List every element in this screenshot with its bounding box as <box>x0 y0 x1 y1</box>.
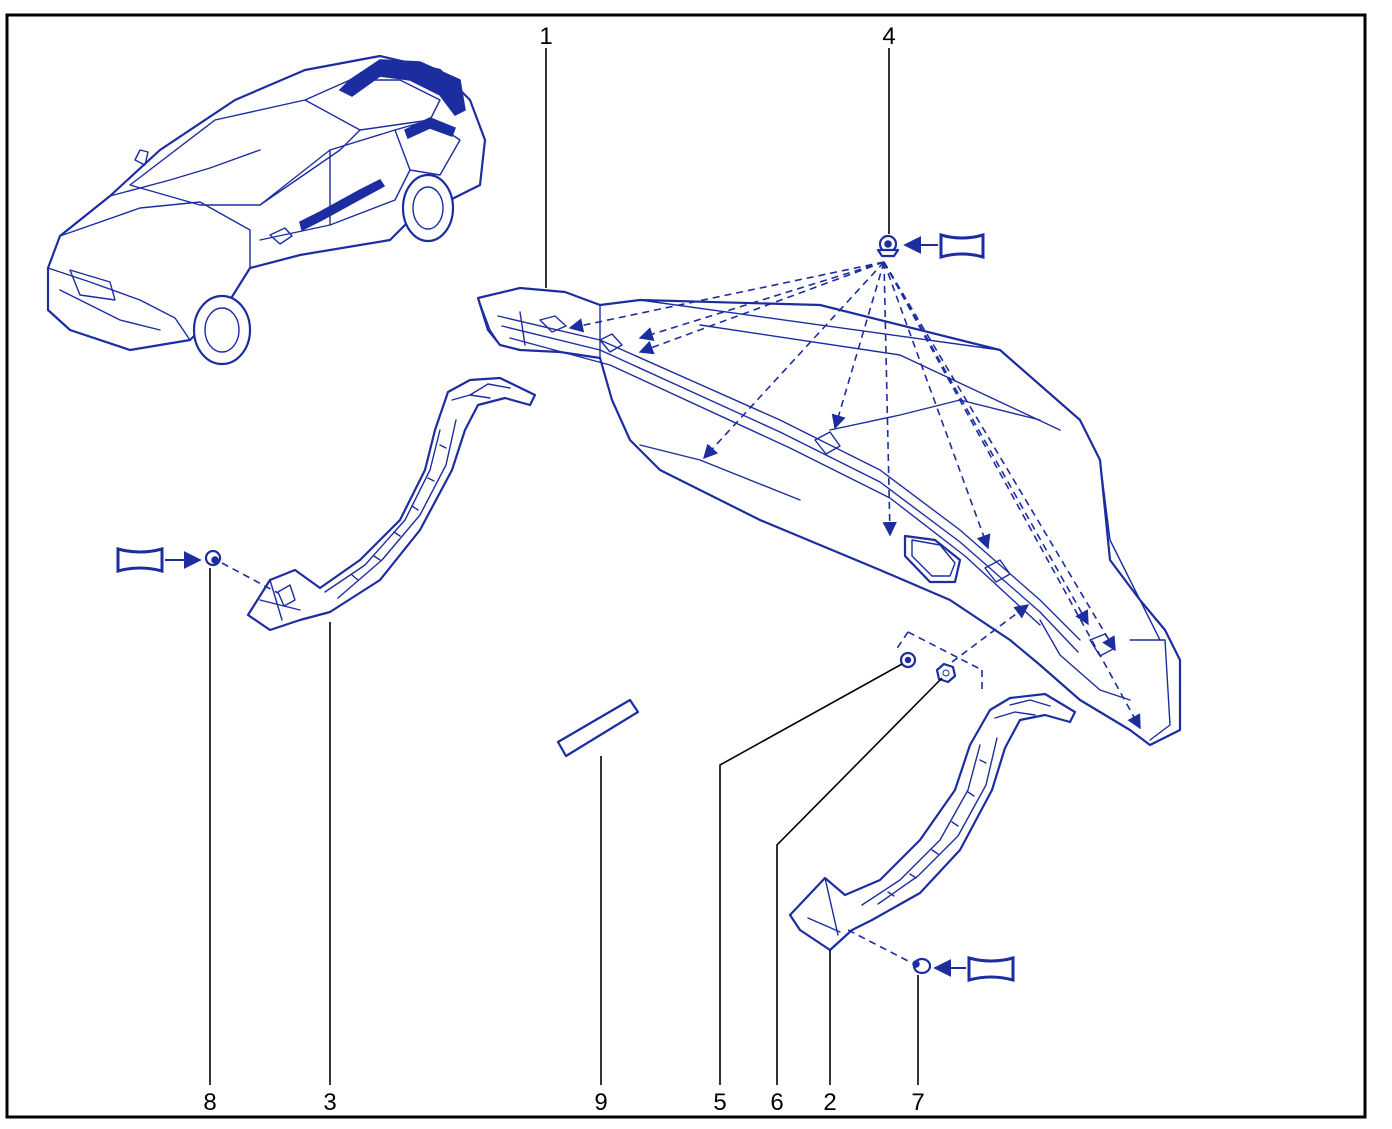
part-3-left-trim <box>246 376 537 632</box>
diagram-frame <box>5 13 1367 1119</box>
clip-symbol-icon <box>903 233 985 259</box>
part-8-clip <box>204 549 222 567</box>
callout-leaders <box>209 48 943 1085</box>
callout-4: 4 <box>882 23 895 50</box>
part-6-nut <box>935 662 957 684</box>
clip-symbol-icon <box>116 547 202 573</box>
callout-3: 3 <box>323 1089 336 1116</box>
car-overview-icon <box>46 54 487 366</box>
callout-2: 2 <box>823 1089 836 1116</box>
callout-6: 6 <box>770 1089 783 1116</box>
part-5-screw <box>899 651 917 669</box>
part-1-trim-panel <box>476 286 1182 747</box>
callout-1: 1 <box>539 23 552 50</box>
callout-8: 8 <box>203 1089 216 1116</box>
part-9-adhesive-pad <box>556 698 640 758</box>
part-2-right-trim <box>788 692 1077 952</box>
callout-5: 5 <box>713 1089 726 1116</box>
callout-labels: 1 4 8 3 9 5 6 2 7 <box>203 23 924 1116</box>
callout-9: 9 <box>594 1089 607 1116</box>
assembly-lines <box>221 261 1141 963</box>
part-4-clip <box>876 234 900 258</box>
callout-7: 7 <box>911 1089 924 1116</box>
clip-symbol-icon <box>933 956 1015 982</box>
part-7-clip <box>912 957 932 975</box>
